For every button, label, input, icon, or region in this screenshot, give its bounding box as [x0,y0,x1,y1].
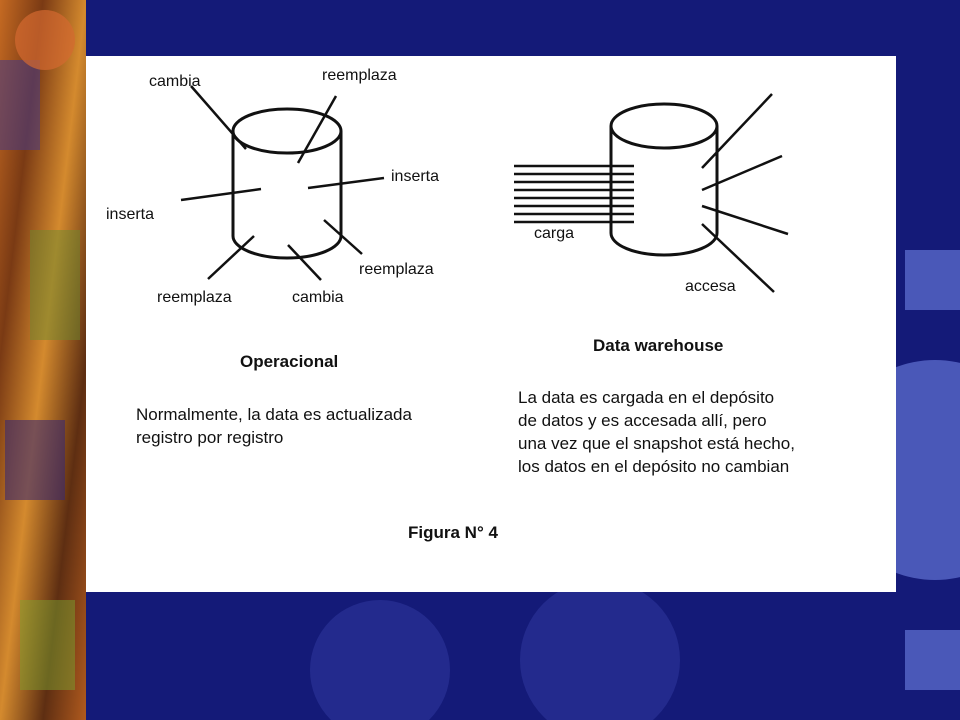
data-flow-diagram [180,85,789,293]
operational-description: Normalmente, la data es actualizada regi… [136,403,412,449]
operational-arrows [180,85,385,281]
label-cambia-top: cambia [149,73,201,90]
label-inserta-right: inserta [391,168,440,185]
label-cambia-bottom: cambia [292,289,344,306]
label-reemplaza-top: reemplaza [322,67,397,84]
operational-cylinder [231,107,343,260]
operational-title: Operacional [240,352,339,371]
warehouse-description: La data es cargada en el depósito de dat… [518,386,795,478]
description-line: de datos y es accesada allí, pero [518,411,767,430]
warehouse-title: Data warehouse [593,336,724,355]
warehouse-cylinder [609,102,719,257]
description-line: Normalmente, la data es actualizada [136,405,412,424]
description-line: registro por registro [136,428,284,447]
gear-icon [15,10,75,70]
label-reemplaza-right: reemplaza [359,261,434,278]
label-carga: carga [534,225,575,242]
label-accesa: accesa [685,278,736,295]
description-line: La data es cargada en el depósito [518,388,775,407]
figure-card: cambia reemplaza inserta inserta reempla… [86,56,896,592]
description-line: los datos en el depósito no cambian [518,457,790,476]
access-lines [701,93,789,293]
label-reemplaza-bottom: reemplaza [157,289,232,306]
figure-caption: Figura N° 4 [408,523,498,542]
label-inserta-left: inserta [106,206,155,223]
gear-icon [310,580,680,720]
description-line: una vez que el snapshot está hecho, [518,434,795,453]
load-lines [514,164,634,224]
